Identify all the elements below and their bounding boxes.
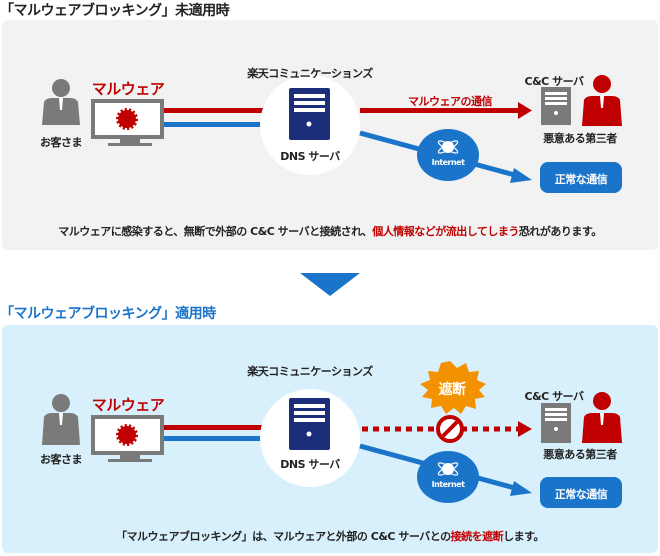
internet-circle: [417, 129, 479, 181]
malware-label: マルウェア: [91, 80, 165, 98]
internet-label: Internet: [431, 480, 465, 489]
dns-label: DNS サーバ: [280, 150, 340, 163]
globe-icon: [437, 462, 459, 476]
blocked-burst-icon: [420, 361, 486, 414]
malware-traffic-arrow: [360, 102, 532, 119]
section-title-after: 「マルウェアブロッキング」適用時: [0, 306, 216, 322]
normal-traffic-label: 正常な通信: [554, 488, 608, 501]
cc-server-icon: [541, 87, 571, 125]
dns-label: DNS サーバ: [280, 458, 340, 471]
customer-label: お客さま: [40, 136, 83, 149]
panel-after: 楽天コミュニケーションズ お客さま マルウェア DNS サーバ 遮断 Inter…: [2, 325, 658, 553]
section-title-before: 「マルウェアブロッキング」未適用時: [0, 3, 230, 19]
attacker-label: 悪意ある第三者: [543, 448, 617, 461]
diagram-after: [42, 361, 622, 508]
diagram-before: [42, 75, 622, 193]
cc-server-icon: [541, 403, 571, 443]
customer-label: お客さま: [40, 453, 83, 466]
normal-traffic-label: 正常な通信: [554, 173, 608, 186]
globe-icon: [437, 140, 459, 154]
dns-server-icon: [289, 398, 330, 450]
malware-traffic-label: マルウェアの通信: [408, 95, 493, 108]
attacker-label: 悪意ある第三者: [543, 132, 617, 145]
company-label: 楽天コミュニケーションズ: [247, 365, 373, 378]
internet-label: Internet: [431, 158, 465, 167]
malware-label: マルウェア: [91, 396, 165, 414]
virus-icon: [116, 424, 138, 446]
panel-before: 楽天コミュニケーションズ お客さま マルウェア DNS サーバ マルウェアの通信…: [2, 20, 658, 250]
cc-server-label: C&C サーバ: [524, 390, 584, 403]
customer-person-icon: [42, 79, 80, 125]
down-arrow-icon: [300, 273, 360, 296]
attacker-person-icon: [582, 392, 622, 443]
prohibited-icon: [436, 415, 464, 443]
attacker-person-icon: [582, 75, 622, 126]
normal-line: [164, 436, 264, 441]
virus-icon: [116, 108, 138, 130]
blocked-label: 遮断: [438, 382, 467, 398]
caption: 「マルウェアブロッキング」は、マルウェアと外部の C&C サーバとの接続を遮断し…: [115, 530, 545, 543]
normal-line: [164, 122, 264, 127]
normal-traffic-box: [540, 162, 622, 193]
company-label: 楽天コミュニケーションズ: [247, 67, 373, 80]
malware-line: [164, 108, 264, 113]
customer-person-icon: [42, 394, 80, 445]
caption: マルウェアに感染すると、無断で外部の C&C サーバと接続され、個人情報などが流…: [58, 225, 602, 238]
normal-traffic-box: [540, 477, 622, 508]
malware-line: [164, 425, 264, 430]
cc-server-label: C&C サーバ: [524, 75, 584, 88]
internet-circle: [417, 451, 479, 503]
dns-server-icon: [289, 88, 330, 140]
